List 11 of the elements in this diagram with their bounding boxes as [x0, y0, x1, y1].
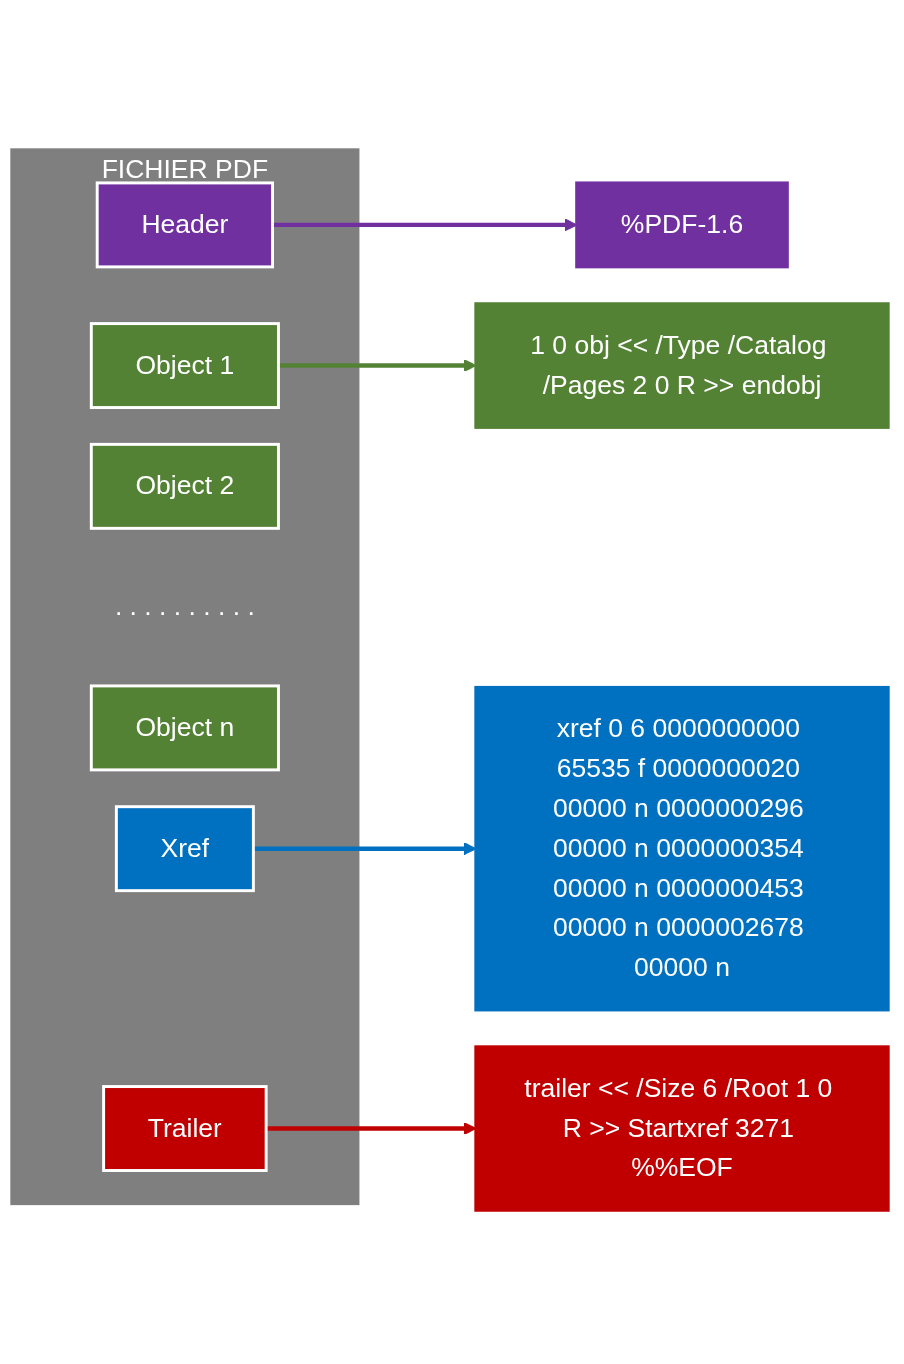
node-box: Object n	[89, 684, 280, 772]
node-box: %PDF-1.6	[575, 181, 789, 269]
node-box: Trailer	[102, 1085, 268, 1172]
node-box: Object 2	[89, 442, 280, 530]
node-text: . . . . . . . . . .	[114, 591, 255, 622]
node-box: xref 0 6 0000000000 65535 f 0000000020 00000 n 0000000296 00000 n 0000000354 00000 n 0000000453 00000 n 0000002678 00000 n	[474, 685, 890, 1012]
node-box: Xref	[114, 805, 255, 893]
node-box: trailer << /Size 6 /Root 1 0 R >> Startxref 3271 %%EOF	[474, 1045, 890, 1212]
node-box: 1 0 obj << /Type /Catalog /Pages 2 0 R >> endobj	[474, 302, 890, 429]
node-box: Header	[95, 181, 275, 269]
node-box: Object 1	[89, 322, 280, 409]
